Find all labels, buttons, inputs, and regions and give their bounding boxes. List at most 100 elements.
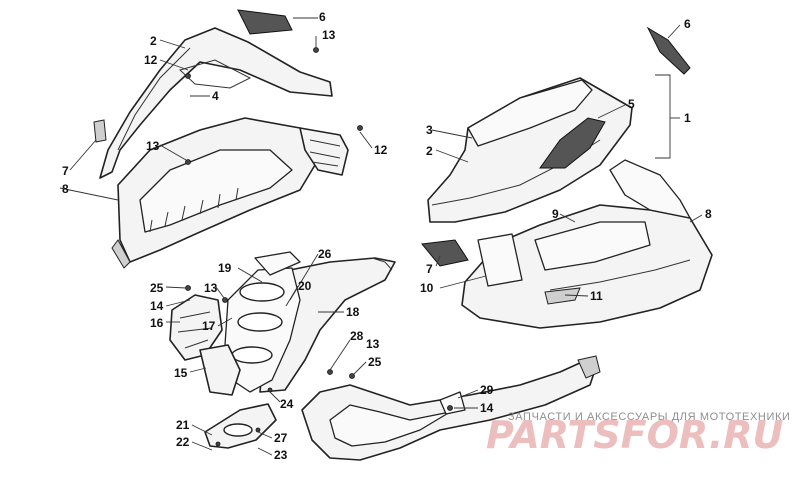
callout-8b: 8: [705, 207, 712, 221]
leader-25b: [353, 361, 367, 375]
callout-12b: 12: [374, 143, 388, 157]
leader-22: [191, 441, 213, 451]
callout-7b: 7: [426, 262, 433, 276]
callout-28: 28: [350, 329, 364, 343]
leader-11: [564, 294, 589, 297]
decal-panel-right: [477, 233, 523, 287]
leader-29: [457, 389, 479, 399]
rivet-21: [215, 441, 221, 447]
nose-pan-inner-left: [139, 149, 293, 233]
hood-side-panel-left: [99, 27, 333, 179]
callout-25a: 25: [150, 281, 164, 295]
leader-20: [285, 285, 299, 307]
callout-25b: 25: [368, 355, 382, 369]
callout-7a: 7: [62, 164, 69, 178]
leader-12b: [359, 131, 373, 149]
leader-27: [257, 431, 273, 439]
callout-21: 21: [176, 418, 190, 432]
belly-pan-assembly: [169, 251, 396, 449]
leader-lines: [59, 17, 703, 456]
callout-13c: 13: [146, 139, 160, 153]
screw-13a: [185, 73, 191, 79]
callout-17: 17: [202, 319, 216, 333]
side-bracket-left: [169, 294, 223, 361]
callout-2b: 2: [426, 144, 433, 158]
callout-5: 5: [628, 97, 635, 111]
leader-24: [269, 391, 281, 403]
callout-6b: 6: [684, 17, 691, 31]
assembly-bracket-1: [655, 74, 671, 159]
leader-19: [237, 267, 263, 283]
callout-4: 4: [212, 89, 219, 103]
lower-frame-assembly: [301, 355, 601, 461]
nose-pan-front-lip-left: [111, 239, 131, 269]
callout-2a: 2: [150, 34, 157, 48]
callout-22: 22: [176, 435, 190, 449]
vent-grille-right-lower: [421, 239, 469, 267]
screw-13b: [313, 47, 319, 53]
callout-24: 24: [280, 397, 294, 411]
screw-24: [267, 387, 273, 393]
screw-13e: [327, 369, 333, 375]
screw-13c: [185, 159, 191, 165]
lower-bracket-15: [199, 344, 241, 396]
callout-14a: 14: [150, 299, 164, 313]
watermark-caption: ЗАПЧАСТИ И АКСЕССУАРЫ ДЛЯ МОТОТЕХНИКИ: [508, 411, 790, 423]
callout-13e: 13: [366, 337, 380, 351]
leader-8a: [59, 187, 119, 201]
watermark-logo: PARTSFOR.RU: [486, 413, 784, 457]
callout-23: 23: [274, 448, 288, 462]
hood-right: [427, 77, 633, 223]
callout-3: 3: [426, 123, 433, 137]
callout-11: 11: [590, 289, 603, 303]
callout-1: 1: [684, 111, 691, 125]
leader-13c: [159, 144, 187, 161]
right-hood-assembly: [421, 26, 713, 329]
headlight-lens-right: [544, 287, 581, 305]
callout-13d: 13: [204, 281, 218, 295]
side-reflector-left: [93, 119, 107, 143]
leader-8b: [689, 214, 703, 223]
belly-pan-top-plate: [254, 251, 301, 276]
leader-6b: [667, 24, 681, 39]
leader-10: [439, 275, 487, 289]
callout-16: 16: [150, 316, 164, 330]
callout-14b: 14: [480, 401, 494, 415]
grommet-ring-1: [239, 282, 285, 302]
hood-top-face-right: [467, 79, 593, 147]
watermark: ЗАПЧАСТИ И АКСЕССУАРЫ ДЛЯ МОТОТЕХНИКИ PA…: [486, 411, 790, 457]
vent-screen-right: [539, 117, 606, 169]
leader-12a: [159, 59, 189, 71]
belly-rail-hook: [371, 257, 393, 271]
callout-29: 29: [480, 383, 494, 397]
leader-3: [431, 129, 473, 139]
hardware: [185, 47, 453, 447]
grommet-ring-3: [231, 346, 273, 364]
leader-5: [597, 104, 626, 119]
callout-8a: 8: [62, 182, 69, 196]
callout-18: 18: [346, 305, 360, 319]
nose-pan-ribs-left: [149, 187, 239, 233]
skid-plate-ring: [223, 423, 253, 437]
leader-13d: [215, 286, 225, 299]
leader-14a: [165, 299, 191, 307]
callout-27: 27: [274, 431, 288, 445]
callout-26: 26: [318, 247, 332, 261]
leader-7b: [435, 255, 441, 267]
leader-21: [191, 424, 213, 436]
leader-9: [559, 213, 576, 223]
screw-12b: [357, 125, 363, 131]
lower-frame-inner: [329, 404, 451, 447]
leader-25a: [165, 286, 187, 289]
grommet-ring-2: [237, 312, 283, 332]
callout-6a: 6: [319, 10, 326, 24]
leader-2a: [159, 39, 186, 49]
leader-7a: [69, 139, 97, 171]
vent-grille-left: [237, 9, 293, 35]
side-bracket-detail: [177, 311, 213, 349]
hood-bracket-ribs-left: [309, 139, 341, 167]
leader-2b: [435, 149, 469, 163]
callout-labels: 6 2 12 4 13 13 12 7 8 3 2 5 1 6 9 8 7 10…: [62, 10, 712, 462]
lower-frame-tab: [577, 355, 601, 379]
